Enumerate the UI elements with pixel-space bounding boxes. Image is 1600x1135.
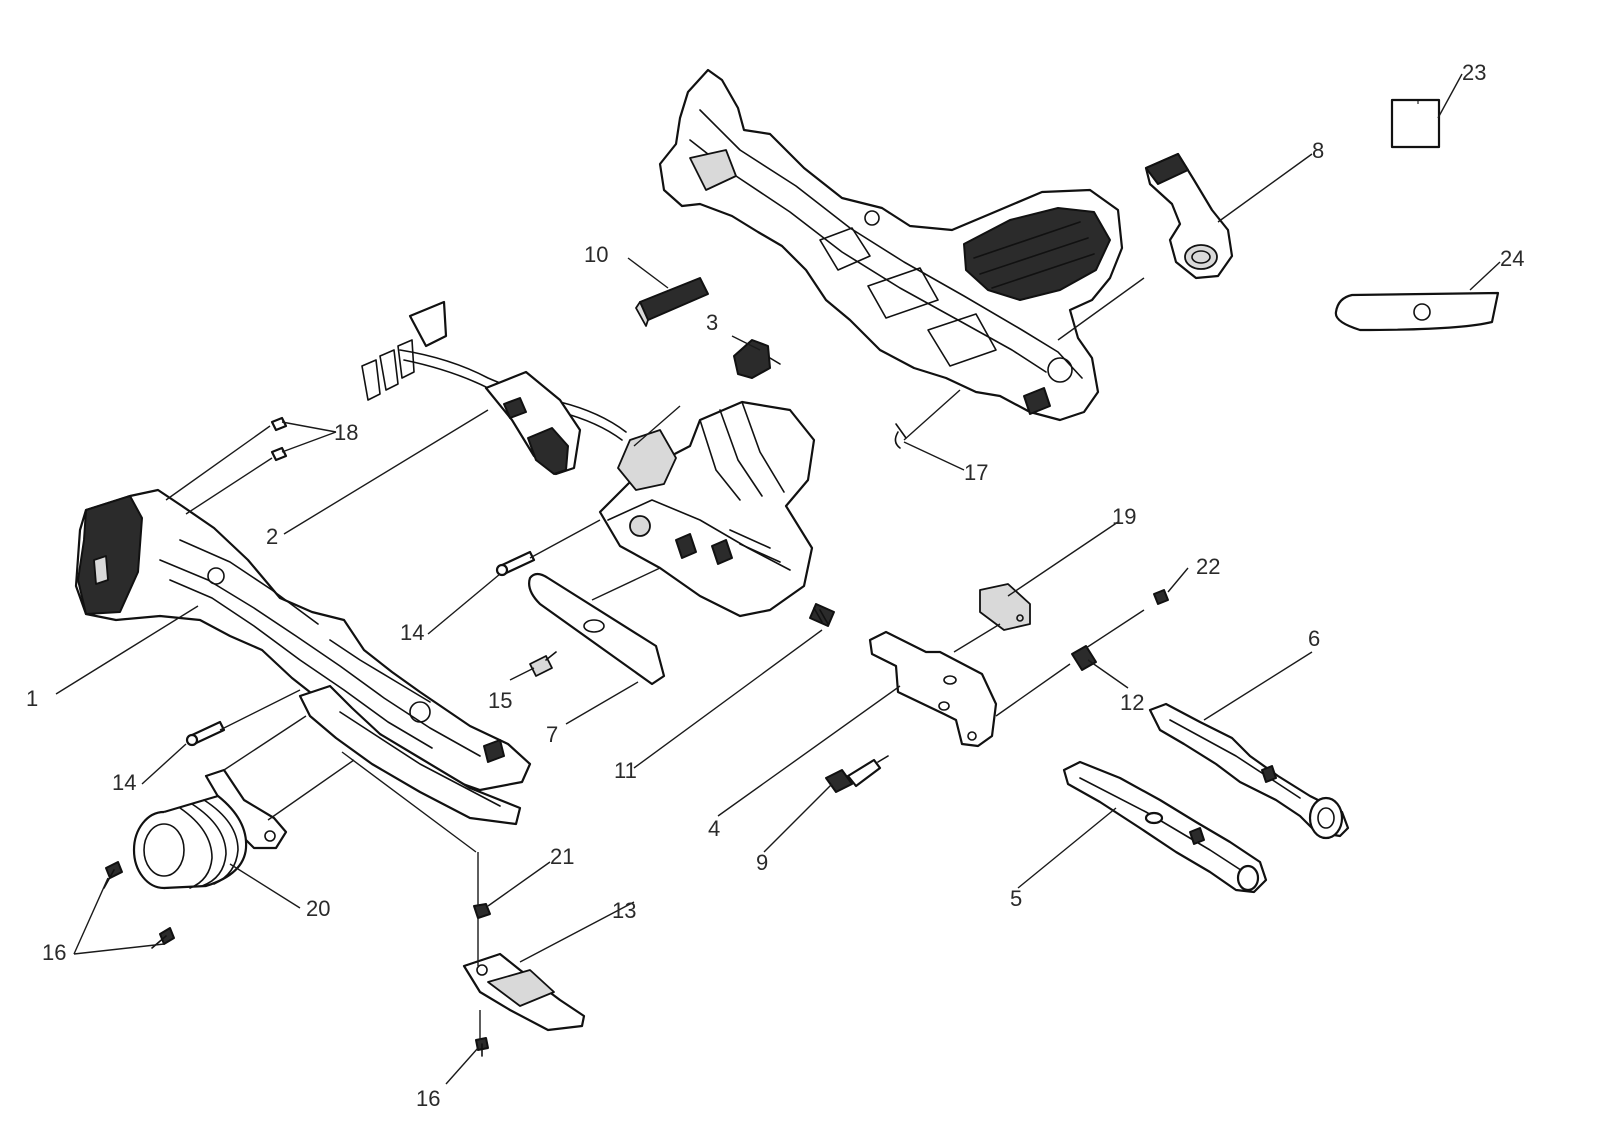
callout-22: 22 xyxy=(1196,554,1220,579)
callout-16b: 16 xyxy=(416,1086,440,1111)
callout-18: 18 xyxy=(334,420,358,445)
part-11-spring xyxy=(809,603,835,627)
part-2-wiring-harness xyxy=(361,300,627,476)
callout-20: 20 xyxy=(306,896,330,921)
callout-12: 12 xyxy=(1120,690,1144,715)
part-16-screw-a xyxy=(103,861,123,889)
callout-1: 1 xyxy=(26,686,38,711)
part-13-foot-plate xyxy=(462,952,586,1032)
motor-gear-assembly xyxy=(598,400,816,618)
part-20-collar xyxy=(132,768,288,890)
part-8-lever xyxy=(1144,152,1234,280)
upper-housing-half xyxy=(658,68,1124,422)
callout-labels: 1 2 3 4 5 6 7 8 9 10 11 12 13 14 14 15 1… xyxy=(26,60,1524,1111)
part-5-arm xyxy=(1062,760,1268,894)
callout-14b: 14 xyxy=(112,770,136,795)
callout-5: 5 xyxy=(1010,886,1022,911)
part-3-trigger xyxy=(733,339,781,379)
callout-15: 15 xyxy=(488,688,512,713)
callout-6: 6 xyxy=(1308,626,1320,651)
callout-7: 7 xyxy=(546,722,558,747)
callout-17: 17 xyxy=(964,460,988,485)
part-6-arm xyxy=(1148,702,1350,840)
part-16-screw-c xyxy=(475,1037,489,1057)
part-18-nuts xyxy=(270,416,288,462)
callout-24: 24 xyxy=(1500,246,1524,271)
callout-23: 23 xyxy=(1462,60,1486,85)
part-19-block xyxy=(979,583,1031,631)
callout-13: 13 xyxy=(612,898,636,923)
part-17-clip xyxy=(894,423,907,449)
part-7-guide-bar xyxy=(528,572,666,686)
part-10-switch xyxy=(635,277,709,327)
callout-9: 9 xyxy=(756,850,768,875)
callout-3: 3 xyxy=(706,310,718,335)
callout-19: 19 xyxy=(1112,504,1136,529)
part-12-spring xyxy=(1071,645,1097,671)
callout-10: 10 xyxy=(584,242,608,267)
callout-11: 11 xyxy=(614,758,637,783)
callout-16a: 16 xyxy=(42,940,66,965)
callout-21: 21 xyxy=(550,844,574,869)
callout-2: 2 xyxy=(266,524,278,549)
leader-lines xyxy=(55,73,1501,1085)
part-9-key xyxy=(825,755,889,793)
part-14-pin-upper xyxy=(495,550,536,577)
part-22-screw xyxy=(1153,589,1169,605)
part-4-slide-block xyxy=(868,630,998,748)
part-15-screw xyxy=(529,651,557,677)
callout-4: 4 xyxy=(708,816,720,841)
callout-14a: 14 xyxy=(400,620,424,645)
part-1-main-housing xyxy=(74,488,532,826)
part-16-screw-b xyxy=(151,927,175,949)
part-14-pin-lower xyxy=(185,720,226,747)
part-23-label xyxy=(1390,98,1441,149)
part-24-nameplate xyxy=(1334,291,1500,332)
callout-8: 8 xyxy=(1312,138,1324,163)
part-21-nut xyxy=(473,903,491,919)
